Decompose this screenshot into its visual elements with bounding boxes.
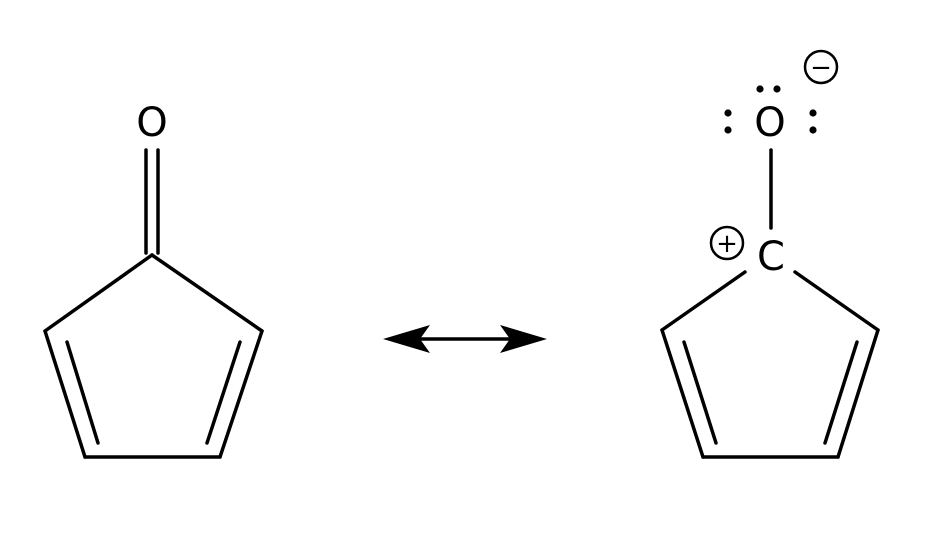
resonance-arrow (383, 325, 547, 353)
left-ring-bond (218, 329, 264, 459)
right-double-bond-inner (682, 340, 718, 445)
right-ring-bond (660, 270, 747, 332)
left-double-bond-inner (65, 340, 100, 445)
oxygen-lone-pairs (724, 85, 817, 134)
right-ring-bond (836, 328, 880, 459)
left-ring-bond (43, 253, 154, 333)
left-structure (43, 148, 264, 459)
right-structure (660, 148, 880, 459)
right-oxygen-label: O (754, 100, 785, 146)
lone-pair-dot-right (809, 109, 817, 117)
lone-pair-dot-top (773, 85, 781, 93)
left-double-bond-inner (205, 340, 242, 445)
arrow-head-left (383, 325, 430, 353)
lone-pair-dot-top (756, 85, 764, 93)
left-oxygen-label: O (136, 100, 167, 146)
left-ring-bond (43, 329, 87, 459)
right-ring-bond (793, 270, 880, 332)
lone-pair-dot-left (724, 126, 732, 134)
lone-pair-dot-right (809, 126, 817, 134)
negative-charge-sign: − (810, 53, 832, 83)
lone-pair-dot-left (724, 109, 732, 117)
left-ring-bond (150, 253, 264, 333)
positive-charge-sign: + (716, 229, 738, 259)
negative-charge: − (803, 49, 839, 85)
right-carbon-label: C (757, 234, 785, 280)
arrow-head-right (500, 325, 547, 353)
right-ring-bond (660, 328, 705, 459)
positive-charge: + (709, 225, 745, 261)
right-double-bond-inner (823, 340, 859, 445)
